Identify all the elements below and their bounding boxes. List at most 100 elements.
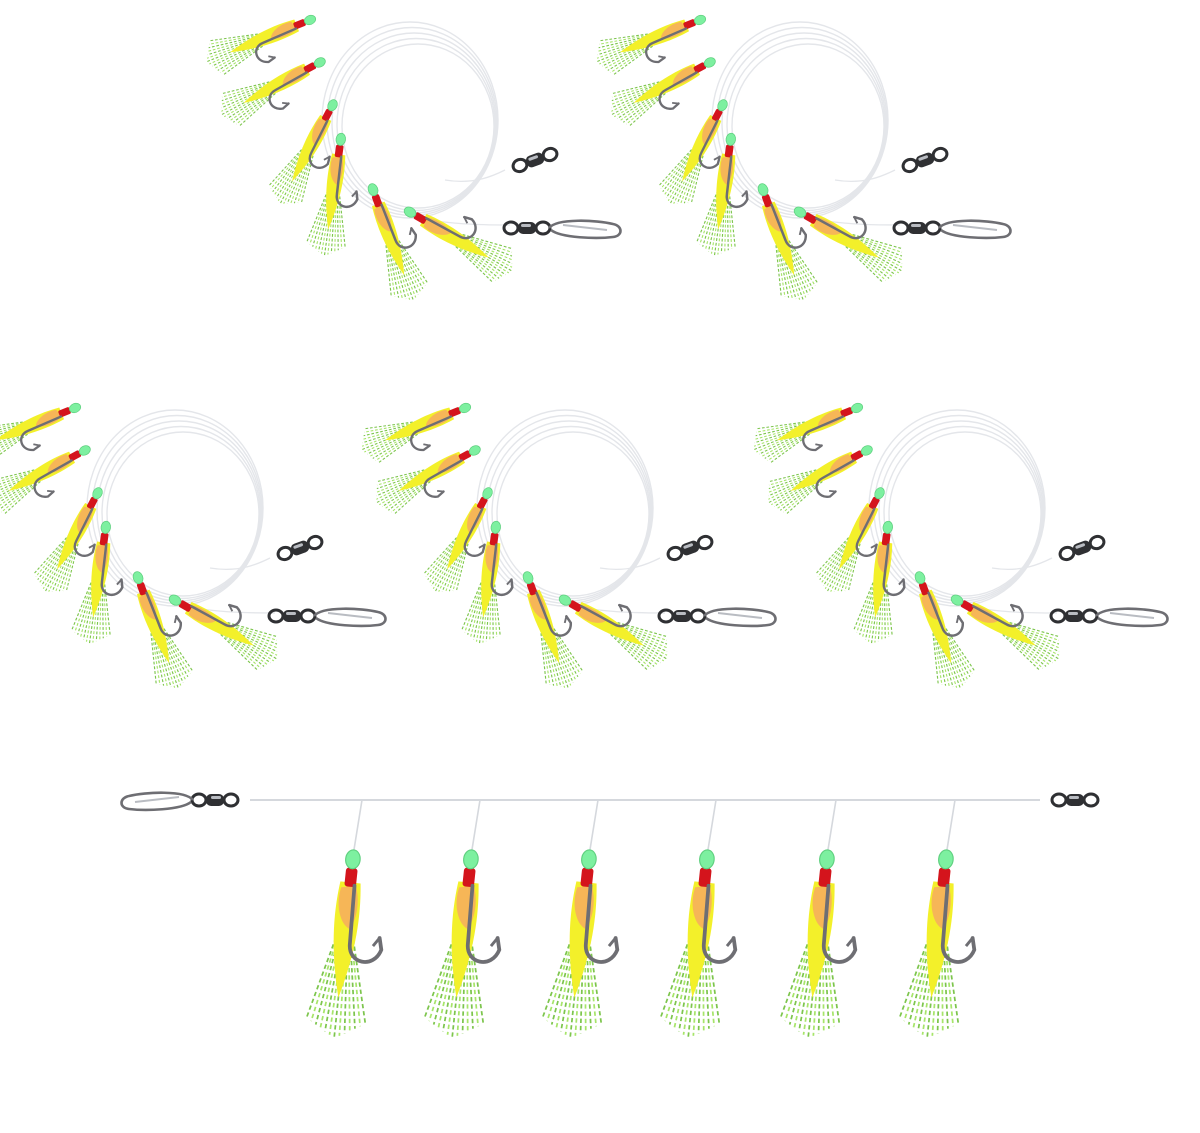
snap-swivel — [892, 219, 1012, 240]
glow-bead — [793, 206, 807, 218]
hook — [972, 603, 1024, 628]
hook-barb — [423, 443, 430, 447]
snap-wire — [1094, 607, 1169, 628]
red-sleeve — [937, 867, 951, 888]
barrel-swivel — [666, 534, 714, 562]
fish-skin — [425, 409, 452, 427]
fly-lure — [596, 14, 707, 76]
fly-lure — [610, 57, 716, 127]
fly-lure — [423, 487, 493, 593]
glow-bead — [100, 520, 111, 534]
hook-barb — [116, 578, 123, 586]
swivel-shine — [286, 612, 296, 615]
barrel-swivel — [511, 146, 559, 174]
hook — [463, 507, 486, 557]
fly-lure — [33, 487, 103, 593]
coiled-rig — [361, 402, 777, 689]
hook — [73, 507, 96, 557]
glow-bead — [725, 132, 736, 146]
hook-barb — [478, 543, 486, 549]
hook — [580, 603, 632, 628]
glow-bead — [345, 849, 361, 870]
glow-bead — [468, 445, 481, 456]
swivel-shine — [676, 612, 686, 615]
hook — [33, 459, 73, 498]
red-sleeve — [334, 144, 344, 158]
swivel-barrel — [1066, 794, 1084, 806]
swivel-shine — [911, 224, 921, 227]
main-line — [599, 557, 661, 570]
fly-lure — [306, 132, 359, 257]
line-coil — [731, 43, 885, 209]
glow-bead — [703, 57, 716, 68]
red-sleeve — [526, 582, 538, 596]
fly-lure — [403, 206, 513, 283]
line-coil — [888, 431, 1042, 597]
swivel-barrel — [908, 222, 926, 234]
hook — [423, 459, 463, 498]
fish-skin — [921, 592, 939, 620]
line-coil — [106, 431, 260, 597]
hook — [855, 507, 878, 557]
fish-skin — [270, 21, 297, 39]
red-sleeve — [58, 407, 71, 418]
hook — [465, 883, 502, 964]
fish-skin — [660, 21, 687, 39]
fish-skin — [817, 409, 844, 427]
swivel-barrel — [206, 794, 224, 806]
glow-bead — [914, 571, 926, 585]
swivel-eye — [276, 545, 294, 562]
fly-lure — [767, 445, 873, 515]
fly-lure — [361, 402, 472, 464]
hook — [927, 591, 964, 637]
barrel-swivel — [1050, 792, 1100, 808]
glow-bead — [327, 99, 338, 112]
fish-skin — [35, 409, 62, 427]
red-sleeve — [68, 450, 82, 462]
glow-bead — [558, 594, 572, 606]
red-sleeve — [136, 582, 148, 596]
red-sleeve — [850, 450, 864, 462]
glow-bead — [68, 402, 82, 414]
red-sleeve — [448, 407, 461, 418]
hook — [410, 415, 453, 452]
red-sleeve — [321, 108, 333, 122]
coiled-rigs — [0, 14, 1169, 689]
glow-bead — [581, 849, 597, 870]
coiled-rig — [596, 14, 1012, 301]
line-coil — [726, 37, 886, 212]
line-coil — [883, 425, 1043, 600]
swivel-barrel — [283, 610, 301, 622]
snap-latch — [327, 612, 373, 619]
hook — [701, 883, 738, 964]
hook-barb — [713, 155, 721, 161]
snap-wire — [702, 607, 777, 628]
hook-barb — [672, 101, 679, 105]
glow-bead — [490, 520, 501, 534]
fly-lure — [753, 402, 864, 464]
fly-lure — [375, 445, 481, 515]
fly-lure — [541, 849, 620, 1039]
fly-lure — [367, 183, 429, 301]
glow-bead — [168, 594, 182, 606]
hook-barb — [228, 604, 234, 612]
line-coil — [341, 43, 495, 209]
fish-skin — [282, 66, 308, 86]
glow-bead — [92, 487, 103, 500]
swivel-eye — [306, 534, 324, 551]
hook — [190, 603, 242, 628]
barrel-swivel — [276, 534, 324, 562]
hook — [347, 883, 384, 964]
line-coil — [491, 425, 651, 600]
red-sleeve — [568, 600, 582, 612]
red-sleeve — [86, 496, 98, 510]
line-coil — [101, 425, 261, 600]
hook — [815, 215, 867, 240]
red-sleeve — [303, 62, 317, 74]
hook-barb — [798, 228, 803, 236]
hook — [20, 415, 63, 452]
red-sleeve — [868, 496, 880, 510]
red-sleeve — [818, 867, 832, 888]
hook — [802, 415, 845, 452]
fly-lure — [898, 849, 977, 1039]
